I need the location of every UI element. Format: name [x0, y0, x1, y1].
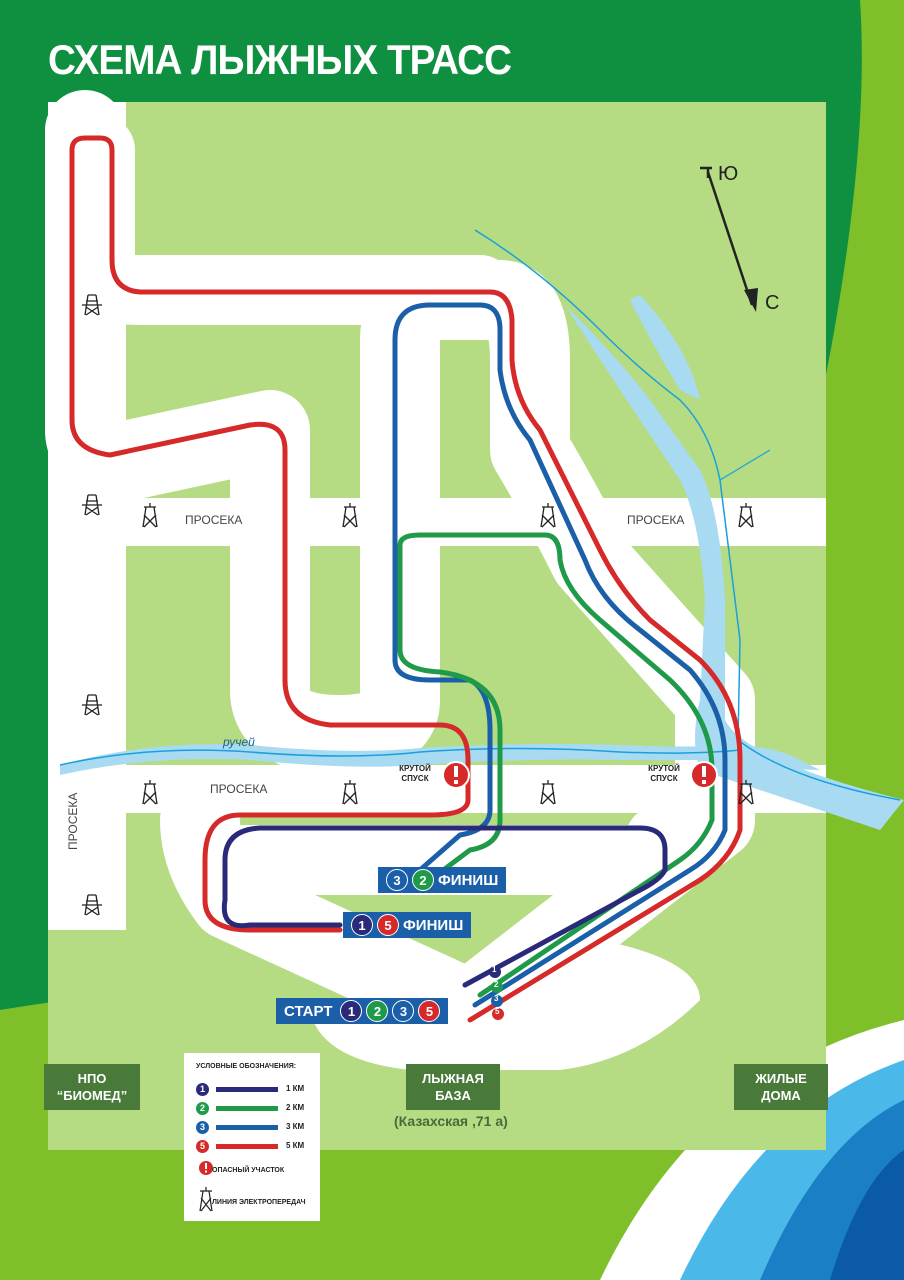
- landmark-line: ЖИЛЫЕ: [755, 1071, 807, 1086]
- clearing-label-middle: ПРОСЕКА: [210, 782, 268, 796]
- legend-distance: 5 КМ: [286, 1141, 305, 1150]
- stream-line: [59, 747, 741, 766]
- danger-icon: [199, 1161, 213, 1175]
- pylon-icon: [82, 294, 102, 316]
- route-2km: [397, 532, 715, 998]
- river-branch: [719, 449, 771, 481]
- warning-label-line: СПУСК: [401, 774, 429, 783]
- landmark-line: ДОМА: [761, 1088, 801, 1103]
- legend-line: [216, 1125, 278, 1130]
- route-number-badge: 1: [351, 914, 373, 936]
- lane-markers: [489, 966, 504, 1020]
- stream-label: ручей: [223, 735, 255, 749]
- landmark-line: “БИОМЕД”: [56, 1088, 128, 1103]
- lane-marker-label: 2: [494, 980, 499, 989]
- legend: УСЛОВНЫЕ ОБОЗНАЧЕНИЯ: 1 1 КМ 2 2 КМ 3 3 …: [184, 1053, 320, 1221]
- power-line-pylons: [82, 294, 754, 916]
- start-label: СТАРТ: [284, 1002, 333, 1020]
- route-1km: [221, 825, 668, 988]
- legend-line: [216, 1144, 278, 1149]
- legend-line: [216, 1087, 278, 1092]
- landmark-ski-base: ЛЫЖНАЯ БАЗА: [406, 1064, 500, 1110]
- pylon-icon: [82, 694, 102, 716]
- warning-label-right: КРУТОЙ СПУСК: [642, 764, 686, 784]
- pylon-icon: [82, 894, 102, 916]
- finish-badge-3-2: 3 2 ФИНИШ: [378, 867, 507, 893]
- finish-badge-1-5: 1 5 ФИНИШ: [343, 912, 472, 938]
- river: [565, 295, 904, 830]
- clearing-label-vertical: ПРОСЕКА: [66, 792, 80, 850]
- landmark-line: БАЗА: [435, 1088, 471, 1103]
- danger-icon: [442, 761, 470, 789]
- landmark-line: ЛЫЖНАЯ: [422, 1071, 484, 1086]
- pylon-icon: [199, 1187, 213, 1212]
- pylon-icon: [142, 780, 158, 805]
- clearing-label-top-left: ПРОСЕКА: [185, 513, 243, 527]
- start-area: [310, 940, 700, 1070]
- landmark-line: НПО: [77, 1071, 107, 1086]
- legend-danger-label: ОПАСНЫЙ УЧАСТОК: [212, 1167, 285, 1174]
- route-number-badge: 1: [340, 1000, 363, 1022]
- legend-row-2km: 2 2 КМ: [196, 1102, 314, 1116]
- legend-number: 3: [196, 1121, 209, 1134]
- route-number-badge: 5: [377, 914, 399, 936]
- dark-blue-wave: [830, 1150, 904, 1280]
- pylon-icon: [540, 503, 556, 528]
- legend-line: [216, 1106, 278, 1111]
- route-2km-loop: [397, 542, 503, 883]
- route-number-badge: 2: [366, 1000, 389, 1022]
- route-number-badge: 2: [412, 869, 434, 891]
- warning-label-left: КРУТОЙ СПУСК: [393, 764, 437, 784]
- lane-marker-label: 1: [492, 965, 497, 974]
- finish-label: ФИНИШ: [438, 871, 499, 889]
- compass-north-label: С: [765, 292, 780, 314]
- pylon-icon: [738, 503, 754, 528]
- legend-number: 5: [196, 1140, 209, 1153]
- warning-label-line: СПУСК: [650, 774, 678, 783]
- landmark-npo: НПО “БИОМЕД”: [44, 1064, 140, 1110]
- ski-base-address: (Казахская ,71 а): [394, 1113, 508, 1129]
- start-badge: СТАРТ 1 2 3 5: [276, 998, 449, 1024]
- legend-row-1km: 1 1 КМ: [196, 1083, 314, 1097]
- compass-south-label: Ю: [718, 163, 739, 185]
- landmark-houses: ЖИЛЫЕ ДОМА: [734, 1064, 828, 1110]
- routes: [69, 135, 743, 1023]
- finish-label: ФИНИШ: [403, 916, 464, 934]
- clearing-label-top-right: ПРОСЕКА: [627, 513, 685, 527]
- legend-row-5km: 5 5 КМ: [196, 1140, 314, 1154]
- pylon-icon: [738, 780, 754, 805]
- route-3km: [392, 302, 728, 1008]
- legend-distance: 1 КМ: [286, 1084, 305, 1093]
- route-5km: [69, 135, 743, 1023]
- route-number-badge: 5: [418, 1000, 441, 1022]
- pylon-icon: [342, 503, 358, 528]
- pylon-icon: [540, 780, 556, 805]
- page-title: СХЕМА ЛЫЖНЫХ ТРАСС: [48, 36, 512, 83]
- lane-marker-label: 5: [495, 1007, 500, 1016]
- legend-row-3km: 3 3 КМ: [196, 1121, 314, 1135]
- route-number-badge: 3: [386, 869, 408, 891]
- pylon-icon: [342, 780, 358, 805]
- lane-marker-label: 3: [494, 994, 499, 1003]
- warning-label-line: КРУТОЙ: [399, 764, 431, 773]
- legend-power-label: ЛИНИЯ ЭЛЕКТРОПЕРЕДАЧ: [212, 1199, 306, 1206]
- danger-icon: [690, 761, 718, 789]
- legend-number: 2: [196, 1102, 209, 1115]
- pylon-icon: [82, 494, 102, 516]
- river-line: [474, 229, 901, 801]
- route-5km-loop: [69, 147, 471, 933]
- warning-label-line: КРУТОЙ: [648, 764, 680, 773]
- compass-arrow-icon: [700, 166, 758, 312]
- legend-number: 1: [196, 1083, 209, 1096]
- pylon-icon: [142, 503, 158, 528]
- legend-title: УСЛОВНЫЕ ОБОЗНАЧЕНИЯ:: [196, 1063, 297, 1070]
- legend-distance: 3 КМ: [286, 1122, 305, 1131]
- route-number-badge: 3: [392, 1000, 415, 1022]
- legend-distance: 2 КМ: [286, 1103, 305, 1112]
